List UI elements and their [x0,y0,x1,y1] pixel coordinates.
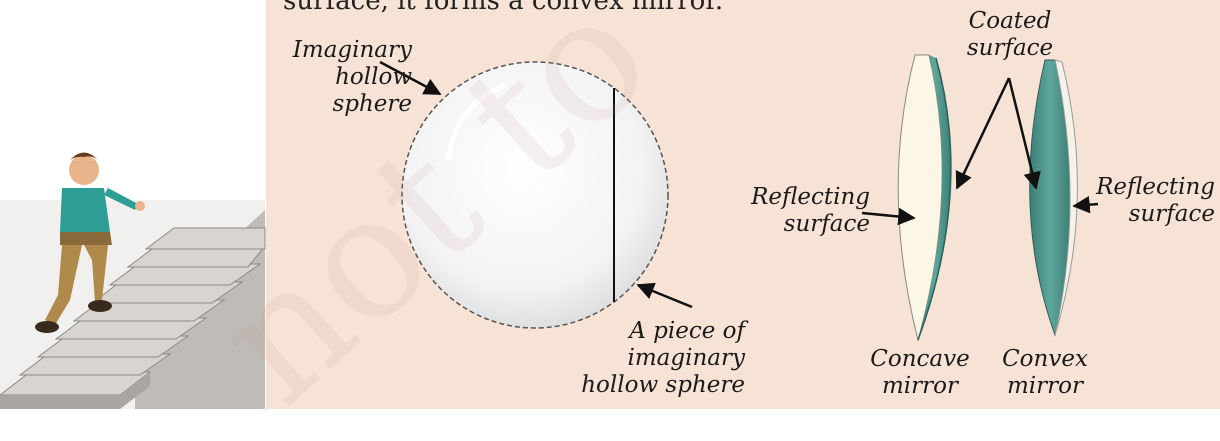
label-line: surface [720,211,870,238]
label-line: Reflecting [720,184,870,211]
label-imaginary-sphere: Imaginary hollow sphere [266,37,412,118]
label-line: imaginary [575,345,745,372]
label-line: hollow [266,64,412,91]
label-line: mirror [990,373,1100,400]
label-line: mirror [860,373,980,400]
label-line: Reflecting [1080,174,1215,201]
label-reflecting-surface-left: Reflecting surface [720,184,870,238]
label-piece-of-sphere: A piece of imaginary hollow sphere [575,318,745,399]
label-line: hollow sphere [575,372,745,399]
label-line: surface [950,35,1070,62]
label-line: Imaginary [266,37,412,64]
label-line: Concave [860,346,980,373]
label-line: Coated [950,8,1070,35]
label-line: Convex [990,346,1100,373]
label-convex-mirror: Convex mirror [990,346,1100,400]
diagram-stage: not to surface, it forms a convex mirror… [0,0,1220,409]
stair-illustration [0,0,265,409]
heading-fragment: surface, it forms a convex mirror. [283,0,723,16]
label-concave-mirror: Concave mirror [860,346,980,400]
label-reflecting-surface-right: Reflecting surface [1080,174,1215,228]
label-coated-surface: Coated surface [950,8,1070,62]
label-line: surface [1080,201,1215,228]
label-line: A piece of [575,318,745,345]
label-line: sphere [266,91,412,118]
